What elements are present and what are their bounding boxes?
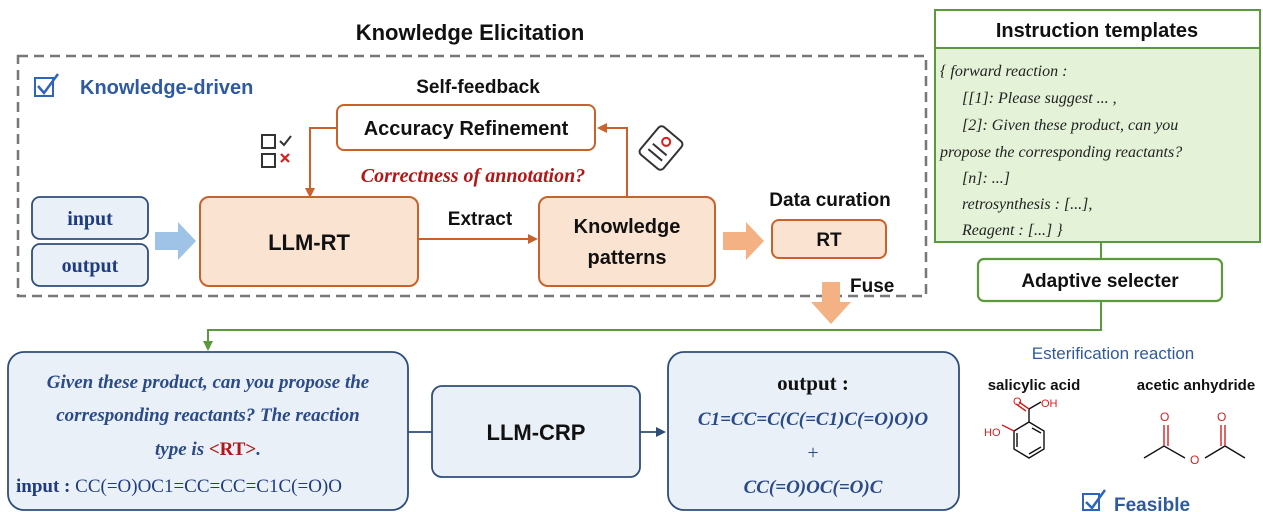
output-smiles-1: C1=CC=C(C(=C1)C(=O)O)O bbox=[698, 409, 928, 430]
output-box bbox=[31, 243, 149, 287]
elicitation-dashed-frame bbox=[16, 54, 928, 298]
tag-icon bbox=[638, 125, 684, 171]
template-line: [[1]: Please suggest ... , bbox=[962, 90, 1117, 107]
fuse-arrow bbox=[811, 282, 851, 324]
prompt-line1: Given these product, can you propose the bbox=[47, 372, 370, 393]
prompt-line3: type is <RT>. bbox=[155, 439, 261, 460]
checkbox-icon bbox=[34, 73, 60, 97]
knowledge-patterns-box bbox=[538, 196, 716, 287]
feedback-arrow-up bbox=[597, 123, 628, 196]
llm-crp-label: LLM-CRP bbox=[487, 420, 586, 445]
knowledge-patterns-line2: patterns bbox=[588, 247, 667, 269]
salicylic-acid-structure bbox=[1001, 401, 1045, 459]
prompt-box bbox=[7, 351, 409, 511]
output-result-box bbox=[667, 351, 960, 511]
input-to-llm-arrow bbox=[155, 222, 196, 260]
llm-rt-box bbox=[199, 196, 419, 287]
template-line: propose the corresponding reactants? bbox=[939, 144, 1182, 161]
correctness-question: Correctness of annotation? bbox=[361, 165, 585, 187]
output-title: output : bbox=[777, 371, 849, 395]
knowledge-patterns-line1: Knowledge bbox=[574, 216, 681, 238]
salicylic-oh: OH bbox=[1041, 398, 1058, 410]
data-curation-label: Data curation bbox=[769, 190, 890, 211]
input-label: input bbox=[67, 208, 113, 230]
anhydride-o-left: O bbox=[1160, 410, 1169, 424]
anhydride-o-bridge: O bbox=[1190, 453, 1199, 467]
output-plus: + bbox=[807, 442, 818, 464]
prompt-input-smiles: CC(=O)OC1=CC=CC=C1C(=O)O bbox=[75, 476, 342, 497]
template-line: [2]: Given these product, can you bbox=[962, 117, 1178, 134]
llm-rt-label: LLM-RT bbox=[268, 230, 350, 255]
salicylic-ho: HO bbox=[984, 427, 1001, 439]
template-line: Reagent : [...] } bbox=[961, 222, 1063, 239]
templates-lines: { forward reaction : [[1]: Please sugges… bbox=[939, 63, 1182, 239]
output-label: output bbox=[62, 255, 119, 277]
feasible-check-icon bbox=[1082, 489, 1107, 511]
elicitation-title: Knowledge Elicitation bbox=[356, 20, 585, 45]
template-line: [n]: ...] bbox=[962, 170, 1010, 187]
reaction-title: Esterification reaction bbox=[1032, 344, 1195, 363]
fuse-label: Fuse bbox=[850, 276, 894, 297]
templates-header bbox=[934, 9, 1261, 49]
patterns-to-rt-arrow bbox=[723, 222, 764, 260]
rt-box bbox=[771, 219, 887, 259]
acetic-anhydride-structure bbox=[1143, 425, 1246, 459]
accuracy-refinement-label: Accuracy Refinement bbox=[364, 118, 569, 140]
knowledge-driven-label: Knowledge-driven bbox=[80, 77, 253, 99]
prompt-line3-prefix: type is bbox=[155, 439, 209, 460]
adaptive-selector-label: Adaptive selecter bbox=[1021, 271, 1179, 292]
checklist-icon bbox=[261, 134, 292, 168]
prompt-input-label: input : bbox=[16, 476, 75, 497]
output-smiles-2: CC(=O)OC(=O)C bbox=[744, 477, 883, 498]
selector-to-prompt-arrow bbox=[203, 301, 1102, 351]
feasible-label: Feasible bbox=[1114, 495, 1190, 512]
input-box bbox=[31, 196, 149, 240]
template-line: { forward reaction : bbox=[940, 63, 1067, 80]
self-feedback-label: Self-feedback bbox=[416, 77, 540, 98]
prompt-line3-suffix: . bbox=[256, 439, 261, 460]
acetic-anhydride-label: acetic anhydride bbox=[1137, 377, 1255, 394]
template-line: retrosynthesis : [...], bbox=[962, 196, 1092, 213]
templates-title: Instruction templates bbox=[996, 20, 1198, 42]
feedback-arrow-down bbox=[305, 127, 337, 198]
anhydride-o-right: O bbox=[1217, 410, 1226, 424]
salicylic-acid-label: salicylic acid bbox=[988, 377, 1081, 394]
salicylic-o: O bbox=[1013, 396, 1022, 408]
rt-placeholder-tag: <RT> bbox=[209, 439, 256, 460]
prompt-input-line: input : CC(=O)OC1=CC=CC=C1C(=O)O bbox=[16, 476, 342, 497]
extract-label: Extract bbox=[448, 209, 513, 230]
prompt-line2: corresponding reactants? The reaction bbox=[56, 405, 359, 426]
rt-label: RT bbox=[816, 230, 842, 251]
